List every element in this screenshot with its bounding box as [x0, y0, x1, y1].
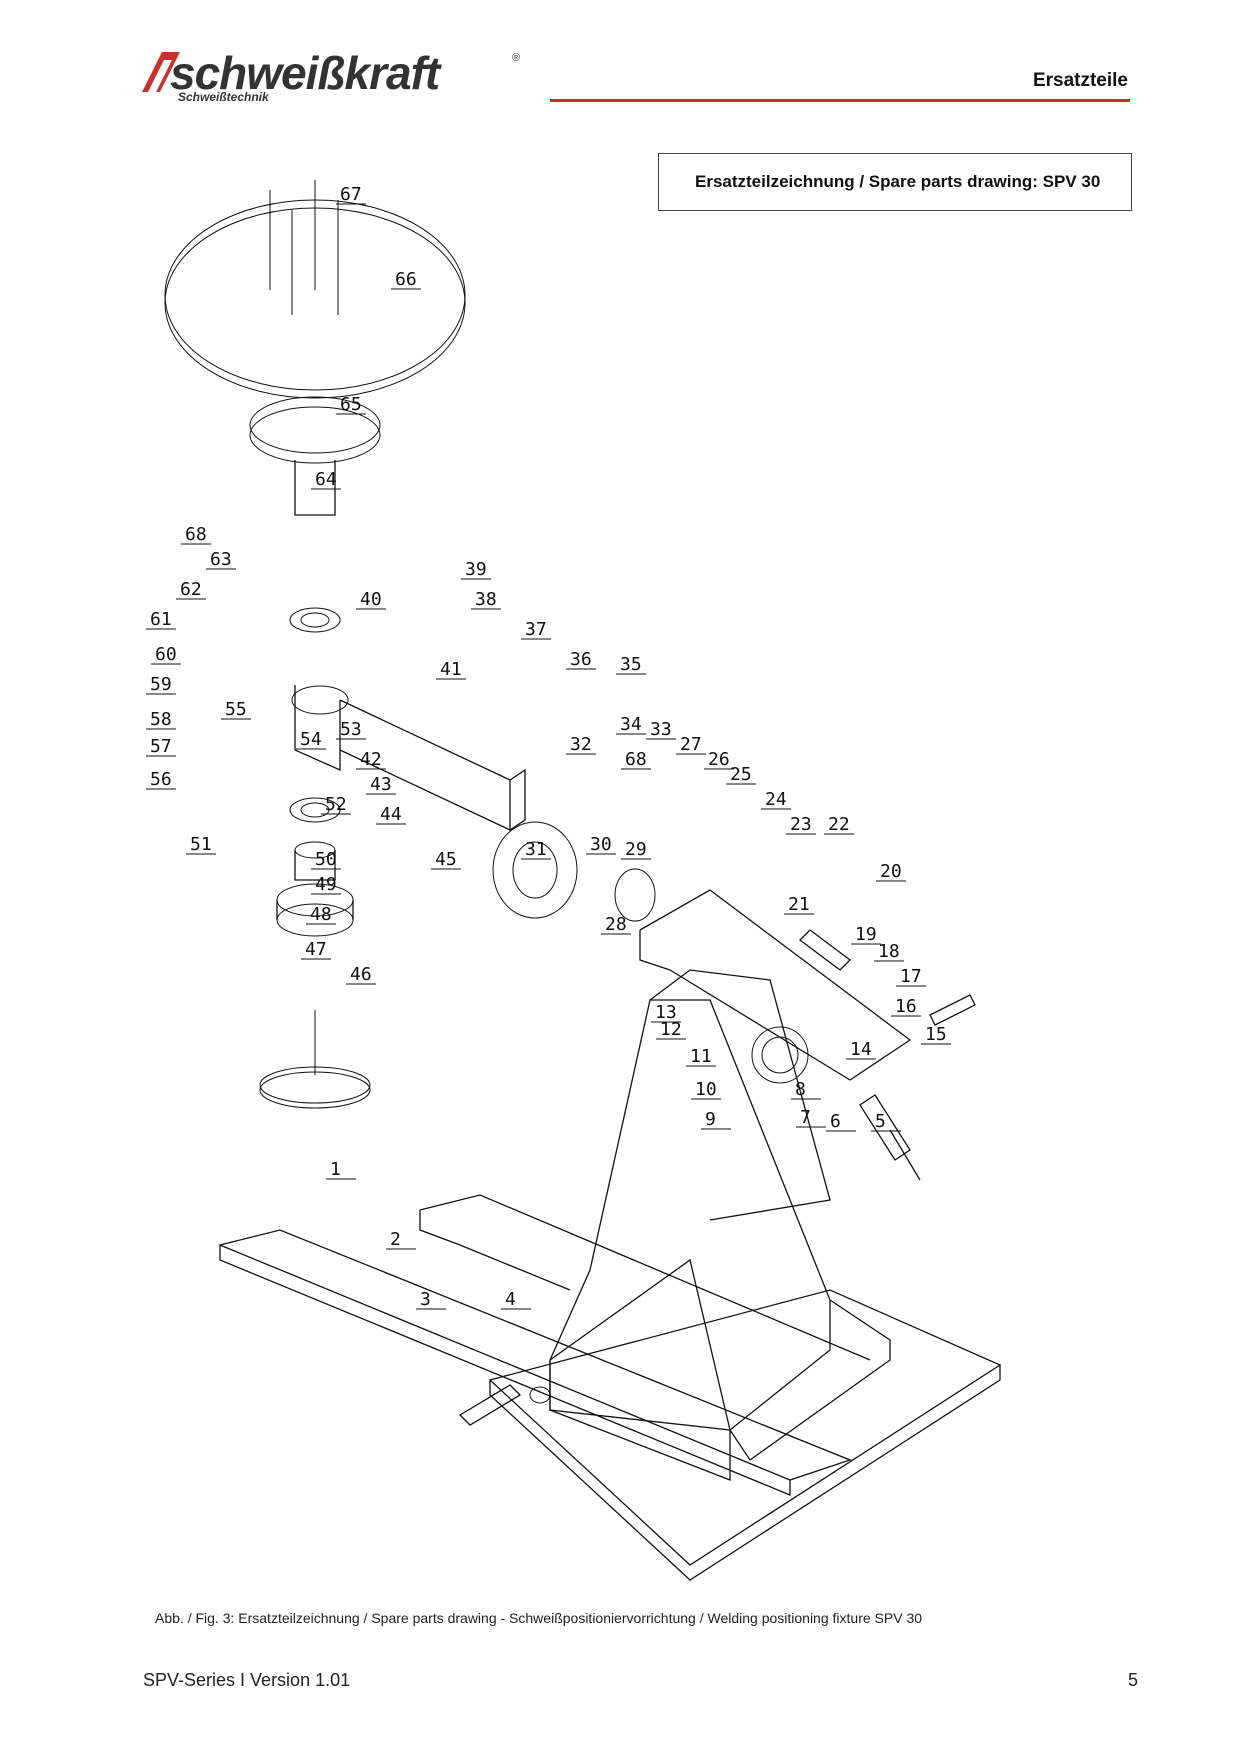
- part-number-11: 11: [690, 1046, 712, 1067]
- part-number-13: 13: [655, 1002, 677, 1023]
- part-number-68: 68: [625, 749, 647, 770]
- part-number-22: 22: [828, 814, 850, 835]
- part-number-34: 34: [620, 714, 642, 735]
- part-number-2: 2: [390, 1229, 401, 1250]
- part-number-61: 61: [150, 609, 172, 630]
- figure-caption: Abb. / Fig. 3: Ersatzteilzeichnung / Spa…: [155, 1610, 923, 1626]
- part-number-33: 33: [650, 719, 672, 740]
- part-number-55: 55: [225, 699, 247, 720]
- part-number-24: 24: [765, 789, 787, 810]
- part-number-36: 36: [570, 649, 592, 670]
- footer-series-version: SPV-Series I Version 1.01: [143, 1670, 351, 1690]
- part-number-38: 38: [475, 589, 497, 610]
- part-number-45: 45: [435, 849, 457, 870]
- part-number-1: 1: [330, 1159, 341, 1180]
- part-number-17: 17: [900, 966, 922, 987]
- header-rule: [550, 99, 1130, 102]
- page-number: 5: [1127, 1670, 1138, 1690]
- part-number-27: 27: [680, 734, 702, 755]
- part-number-30: 30: [590, 834, 612, 855]
- part-number-58: 58: [150, 709, 172, 730]
- part-number-67: 67: [340, 184, 362, 205]
- part-number-41: 41: [440, 659, 462, 680]
- brand-subtitle: Schweißtechnik: [178, 90, 269, 104]
- part-number-35: 35: [620, 654, 642, 675]
- part-number-68: 68: [185, 524, 207, 545]
- part-number-46: 46: [350, 964, 372, 985]
- part-number-9: 9: [705, 1109, 716, 1130]
- brand-logo: schweißkraft ® Schweißtechnik: [140, 48, 540, 110]
- part-number-60: 60: [155, 644, 177, 665]
- part-number-15: 15: [925, 1024, 947, 1045]
- part-number-40: 40: [360, 589, 382, 610]
- part-number-57: 57: [150, 736, 172, 757]
- logo-mark-icon: [142, 52, 180, 92]
- part-number-39: 39: [465, 559, 487, 580]
- part-number-14: 14: [850, 1039, 872, 1060]
- part-number-7: 7: [800, 1107, 811, 1128]
- part-number-47: 47: [305, 939, 327, 960]
- drawing-title-box: Ersatzteilzeichnung / Spare parts drawin…: [658, 153, 1132, 211]
- part-number-42: 42: [360, 749, 382, 770]
- part-number-20: 20: [880, 861, 902, 882]
- brand-name: schweißkraft: [170, 47, 440, 99]
- part-number-54: 54: [300, 729, 322, 750]
- part-number-4: 4: [505, 1289, 516, 1310]
- part-number-31: 31: [525, 839, 547, 860]
- part-number-19: 19: [855, 924, 877, 945]
- drawing-title: Ersatzteilzeichnung / Spare parts drawin…: [695, 172, 1101, 191]
- part-number-6: 6: [830, 1111, 841, 1132]
- part-number-62: 62: [180, 579, 202, 600]
- registered-mark: ®: [512, 52, 521, 64]
- part-number-3: 3: [420, 1289, 431, 1310]
- part-number-59: 59: [150, 674, 172, 695]
- part-number-5: 5: [875, 1111, 886, 1132]
- part-number-26: 26: [708, 749, 730, 770]
- part-number-21: 21: [788, 894, 810, 915]
- part-number-50: 50: [315, 849, 337, 870]
- part-number-52: 52: [325, 794, 347, 815]
- part-number-28: 28: [605, 914, 627, 935]
- part-number-16: 16: [895, 996, 917, 1017]
- drawing-geometry: [164, 180, 1002, 1581]
- part-number-12: 12: [660, 1019, 682, 1040]
- part-number-65: 65: [340, 394, 362, 415]
- part-number-43: 43: [370, 774, 392, 795]
- part-number-18: 18: [878, 941, 900, 962]
- part-number-63: 63: [210, 549, 232, 570]
- part-number-51: 51: [190, 834, 212, 855]
- part-number-8: 8: [795, 1079, 806, 1100]
- part-number-53: 53: [340, 719, 362, 740]
- part-number-37: 37: [525, 619, 547, 640]
- part-number-29: 29: [625, 839, 647, 860]
- section-title: Ersatzteile: [1032, 70, 1128, 91]
- part-number-56: 56: [150, 769, 172, 790]
- part-number-44: 44: [380, 804, 402, 825]
- part-number-23: 23: [790, 814, 812, 835]
- part-number-66: 66: [395, 269, 417, 290]
- part-number-25: 25: [730, 764, 752, 785]
- part-number-32: 32: [570, 734, 592, 755]
- part-number-49: 49: [315, 874, 337, 895]
- part-number-64: 64: [315, 469, 337, 490]
- part-number-10: 10: [695, 1079, 717, 1100]
- part-number-48: 48: [310, 904, 332, 925]
